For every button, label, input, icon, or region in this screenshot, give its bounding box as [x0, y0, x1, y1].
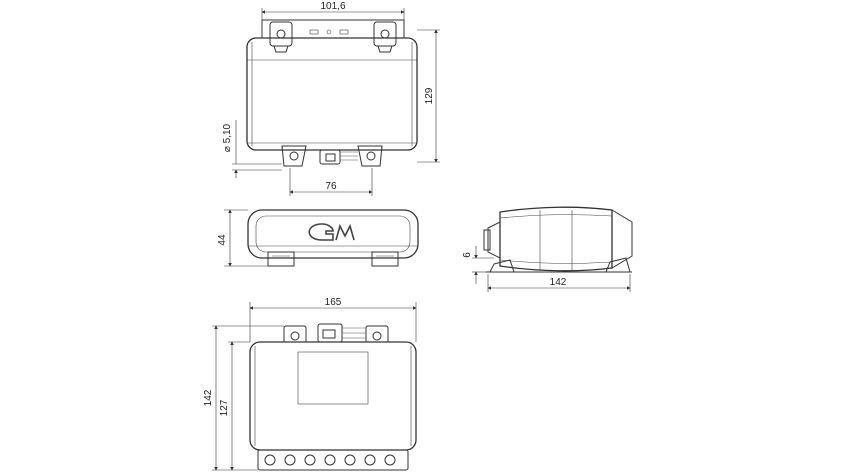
top-clip-left [269, 21, 293, 53]
dim-hole-spacing: 76 [325, 181, 337, 192]
dim-top-width: 101,6 [320, 1, 345, 12]
dim-side-height: 44 [217, 234, 228, 246]
dim-bottom-overall-height: 142 [203, 389, 214, 406]
dim-base-thickness: 6 [462, 252, 473, 258]
top-view: 101,6 129 ⌀ 5,10 76 [222, 1, 440, 196]
knockout-row [264, 454, 396, 466]
dim-top-height: 129 [424, 87, 435, 104]
brand-logo [308, 223, 355, 241]
front-view: 44 [217, 209, 419, 267]
dim-bottom-width: 165 [325, 297, 342, 308]
bottom-view: 165 142 127 [203, 297, 417, 471]
dim-profile-length: 142 [550, 277, 567, 288]
cable-gland [319, 149, 358, 165]
dim-bottom-body-height: 127 [219, 399, 230, 416]
bottom-clip-left [281, 145, 307, 167]
side-view: 6 142 [462, 206, 633, 292]
dim-hole-diameter: ⌀ 5,10 [222, 123, 233, 152]
bottom-clip-right [357, 145, 383, 167]
top-clip-right [373, 21, 397, 53]
